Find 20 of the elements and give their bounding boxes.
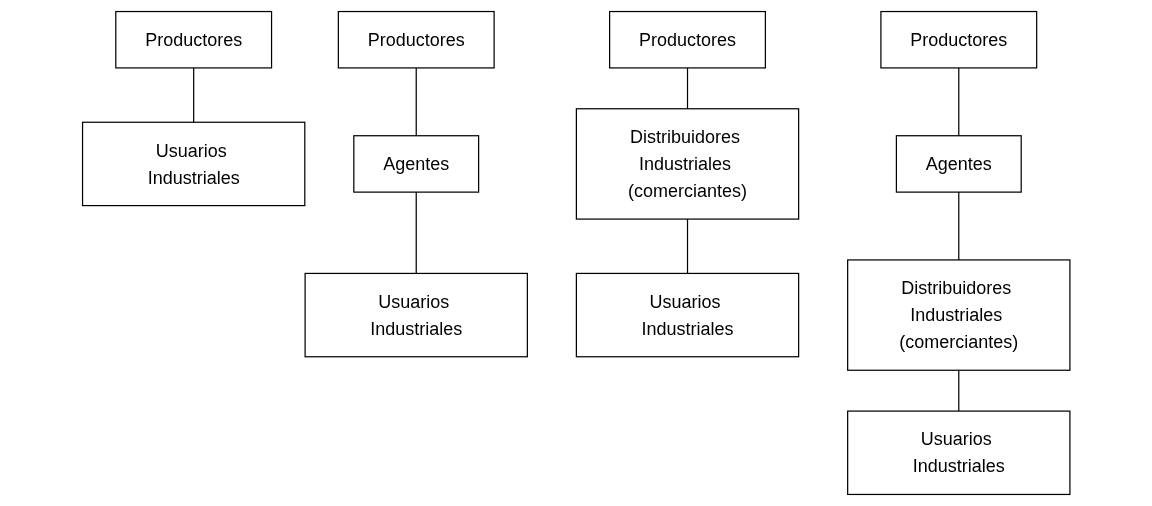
connector bbox=[957, 369, 960, 412]
node-box: Usuarios Industriales bbox=[81, 121, 306, 207]
connector bbox=[415, 191, 417, 275]
node-box: Usuarios Industriales bbox=[575, 272, 799, 358]
node-box: Agentes bbox=[353, 135, 479, 193]
node-box: Productores bbox=[114, 10, 272, 69]
connector bbox=[686, 218, 688, 275]
connector bbox=[415, 67, 417, 137]
node-box: Usuarios Industriales bbox=[846, 410, 1071, 496]
connector bbox=[192, 67, 195, 123]
node-box: Agentes bbox=[895, 135, 1022, 193]
node-box: Usuarios Industriales bbox=[304, 272, 528, 358]
node-box: Distribuidores Industriales (comerciantes) bbox=[846, 259, 1071, 371]
connector bbox=[957, 67, 960, 137]
node-box: Distribuidores Industriales (comerciantes) bbox=[575, 108, 799, 220]
connector bbox=[686, 67, 688, 110]
connector bbox=[957, 191, 960, 261]
node-box: Productores bbox=[608, 10, 766, 69]
node-box: Productores bbox=[880, 10, 1038, 69]
node-box: Productores bbox=[337, 10, 495, 69]
